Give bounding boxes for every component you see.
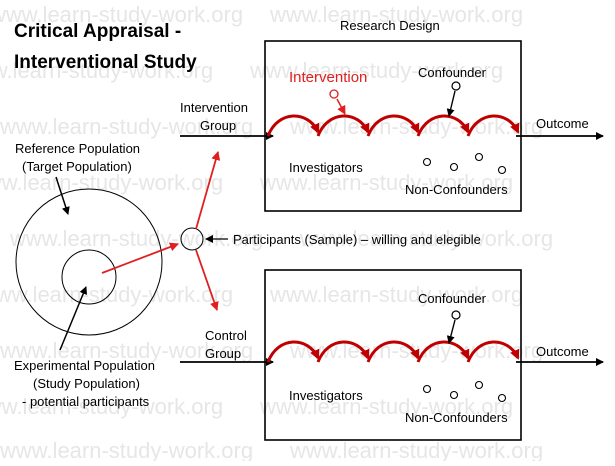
watermark-text: www.learn-study-work.org xyxy=(269,282,523,307)
progression-arrow xyxy=(416,114,470,137)
experimental-population-label-line2: (Study Population) xyxy=(33,376,140,391)
bottom-confounder-arrow xyxy=(446,319,456,344)
experimental-population-circle xyxy=(61,249,117,305)
progression-arrow xyxy=(316,340,370,363)
bottom-non-confounders-label: Non-Confounders xyxy=(405,410,508,425)
intervention-outcome-label: Outcome xyxy=(536,116,589,131)
sampling-arrow xyxy=(101,242,179,274)
progression-arrow xyxy=(466,340,520,363)
intervention-group-label-line2: Group xyxy=(200,118,236,133)
watermark-text: www.learn-study-work.org xyxy=(0,438,253,461)
progression-arrow xyxy=(366,114,420,137)
page-title-line2: Interventional Study xyxy=(14,52,197,73)
participants-label: Participants (Sample) – willing and eleg… xyxy=(233,232,481,247)
top-investigators-label: Investigators xyxy=(289,160,363,175)
bottom-confounder-label: Confounder xyxy=(418,291,487,306)
top-non-confounders-label: Non-Confounders xyxy=(405,182,508,197)
progression-arrow xyxy=(266,114,320,137)
research-design-label: Research Design xyxy=(340,18,440,33)
experimental-population-label-line1: Experimental Population xyxy=(14,358,155,373)
reference-population-arrow xyxy=(55,176,70,215)
intervention-progression-arrows xyxy=(266,114,520,137)
progression-arrow xyxy=(416,340,470,363)
non-confounder-marker xyxy=(497,393,507,403)
watermark-text: www.learn-study-work.org xyxy=(289,438,543,461)
watermark-text: www.learn-study-work.org xyxy=(0,2,243,27)
watermark-text: www.learn-study-work.org xyxy=(0,58,213,83)
progression-arrow xyxy=(366,340,420,363)
non-confounder-marker xyxy=(497,165,507,175)
intervention-pointer-arrow xyxy=(336,98,346,115)
progression-arrow xyxy=(466,114,520,137)
watermark-text: www.learn-study-work.org xyxy=(0,114,253,139)
reference-population-label-line1: Reference Population xyxy=(15,141,140,156)
watermark-text: www.learn-study-work.org xyxy=(259,170,513,195)
watermark-text: www.learn-study-work.org xyxy=(0,394,223,419)
experimental-population-label-line3: - potential participants xyxy=(22,394,150,409)
non-confounder-marker xyxy=(422,157,432,167)
non-confounder-marker xyxy=(422,384,432,394)
watermark-text: www.learn-study-work.org xyxy=(0,170,223,195)
watermark-text: www.learn-study-work.org xyxy=(0,338,253,363)
progression-arrow xyxy=(266,340,320,363)
bottom-confounder-marker xyxy=(451,310,461,320)
participants-sample-circle xyxy=(180,227,204,251)
non-confounder-marker xyxy=(474,152,484,162)
control-progression-arrows xyxy=(266,340,520,363)
progression-arrow xyxy=(316,114,370,137)
non-confounder-marker xyxy=(474,380,484,390)
intervention-group-box xyxy=(264,40,522,212)
watermark-text: www.learn-study-work.org xyxy=(299,226,553,251)
allocation-arrow-intervention xyxy=(195,151,221,230)
non-confounder-marker xyxy=(449,162,459,172)
watermark-text: www.learn-study-work.org xyxy=(269,2,523,27)
intervention-group-label-line1: Intervention xyxy=(180,100,248,115)
watermark-text: www.learn-study-work.org xyxy=(249,58,503,83)
top-confounder-arrow xyxy=(446,90,456,117)
page-title-line1: Critical Appraisal - xyxy=(14,21,181,42)
control-group-box xyxy=(264,269,522,441)
intervention-marker xyxy=(329,89,339,99)
control-outcome-label: Outcome xyxy=(536,344,589,359)
non-confounder-marker xyxy=(449,390,459,400)
intervention-label: Intervention xyxy=(289,69,367,86)
watermark-text: www.learn-study-work.org xyxy=(259,394,513,419)
top-non-confounder-markers xyxy=(422,152,507,175)
reference-population-circle xyxy=(15,188,163,336)
control-group-label-line1: Control xyxy=(205,328,247,343)
control-group-label-line2: Group xyxy=(205,346,241,361)
top-confounder-marker xyxy=(451,81,461,91)
watermark-layer: www.learn-study-work.org www.learn-study… xyxy=(0,2,553,463)
bottom-non-confounder-markers xyxy=(422,380,507,403)
allocation-arrow-control xyxy=(195,249,219,311)
top-confounder-label: Confounder xyxy=(418,65,487,80)
bottom-investigators-label: Investigators xyxy=(289,388,363,403)
watermark-text: www.learn-study-work.org xyxy=(0,282,233,307)
experimental-population-arrow xyxy=(59,286,88,351)
reference-population-label-line2: (Target Population) xyxy=(22,159,132,174)
